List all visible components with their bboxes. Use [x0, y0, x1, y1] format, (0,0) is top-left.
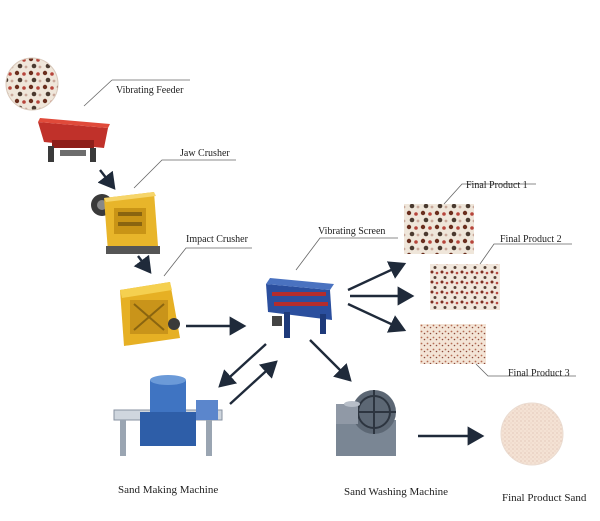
- screen-leader-line: [295, 237, 398, 271]
- product1-leader-line: [443, 183, 536, 205]
- final-product-2-label: Final Product 2: [500, 234, 562, 245]
- feeder-leader-line: [83, 79, 113, 107]
- product2-leader-line: [479, 243, 572, 265]
- arrow-jaw-to-impact: [133, 254, 152, 274]
- final-product-sand-label: Final Product Sand: [502, 492, 587, 504]
- sand-making-machine-label: Sand Making Machine: [118, 484, 219, 496]
- vibrating-screen-label: Vibrating Screen: [318, 226, 386, 237]
- flow-arrows: [97, 169, 485, 446]
- sand-washing-machine-label: Sand Washing Machine: [344, 486, 449, 498]
- impact-leader-line: [163, 247, 252, 277]
- medium-gravel-icon: [430, 264, 500, 310]
- arrow-feeder-to-jaw: [97, 169, 116, 190]
- final-product-3-label: Final Product 3: [508, 368, 570, 379]
- jaw-crusher-machine-icon: [91, 192, 160, 254]
- sand-making-machine-icon: [113, 375, 223, 456]
- coarse-gravel-icon: [404, 204, 474, 254]
- vibrating-screen-machine-icon: [266, 278, 334, 338]
- arrow-screen-to-product1: [347, 261, 407, 292]
- jaw-crusher-label: Jaw Crusher: [180, 148, 230, 159]
- sand-washing-machine-icon: [336, 390, 396, 456]
- sand-pile-icon: [500, 402, 564, 466]
- vibrating-feeder-machine-icon: [38, 118, 110, 162]
- arrow-screen-to-product3: [347, 302, 407, 333]
- impact-crusher-machine-icon: [120, 282, 180, 346]
- arrow-screen-to-washer: [309, 339, 352, 382]
- impact-crusher-label: Impact Crusher: [186, 234, 248, 245]
- arrow-screen-to-sand-maker: [218, 343, 267, 388]
- raw-stone-pile-icon: [5, 57, 59, 111]
- fine-gravel-icon: [420, 324, 486, 364]
- vibrating-feeder-label: Vibrating Feeder: [116, 85, 184, 96]
- product3-leader-line: [475, 363, 576, 377]
- jaw-leader-line: [133, 159, 236, 189]
- arrow-sand-maker-to-screen: [229, 360, 278, 405]
- final-product-1-label: Final Product 1: [466, 180, 528, 191]
